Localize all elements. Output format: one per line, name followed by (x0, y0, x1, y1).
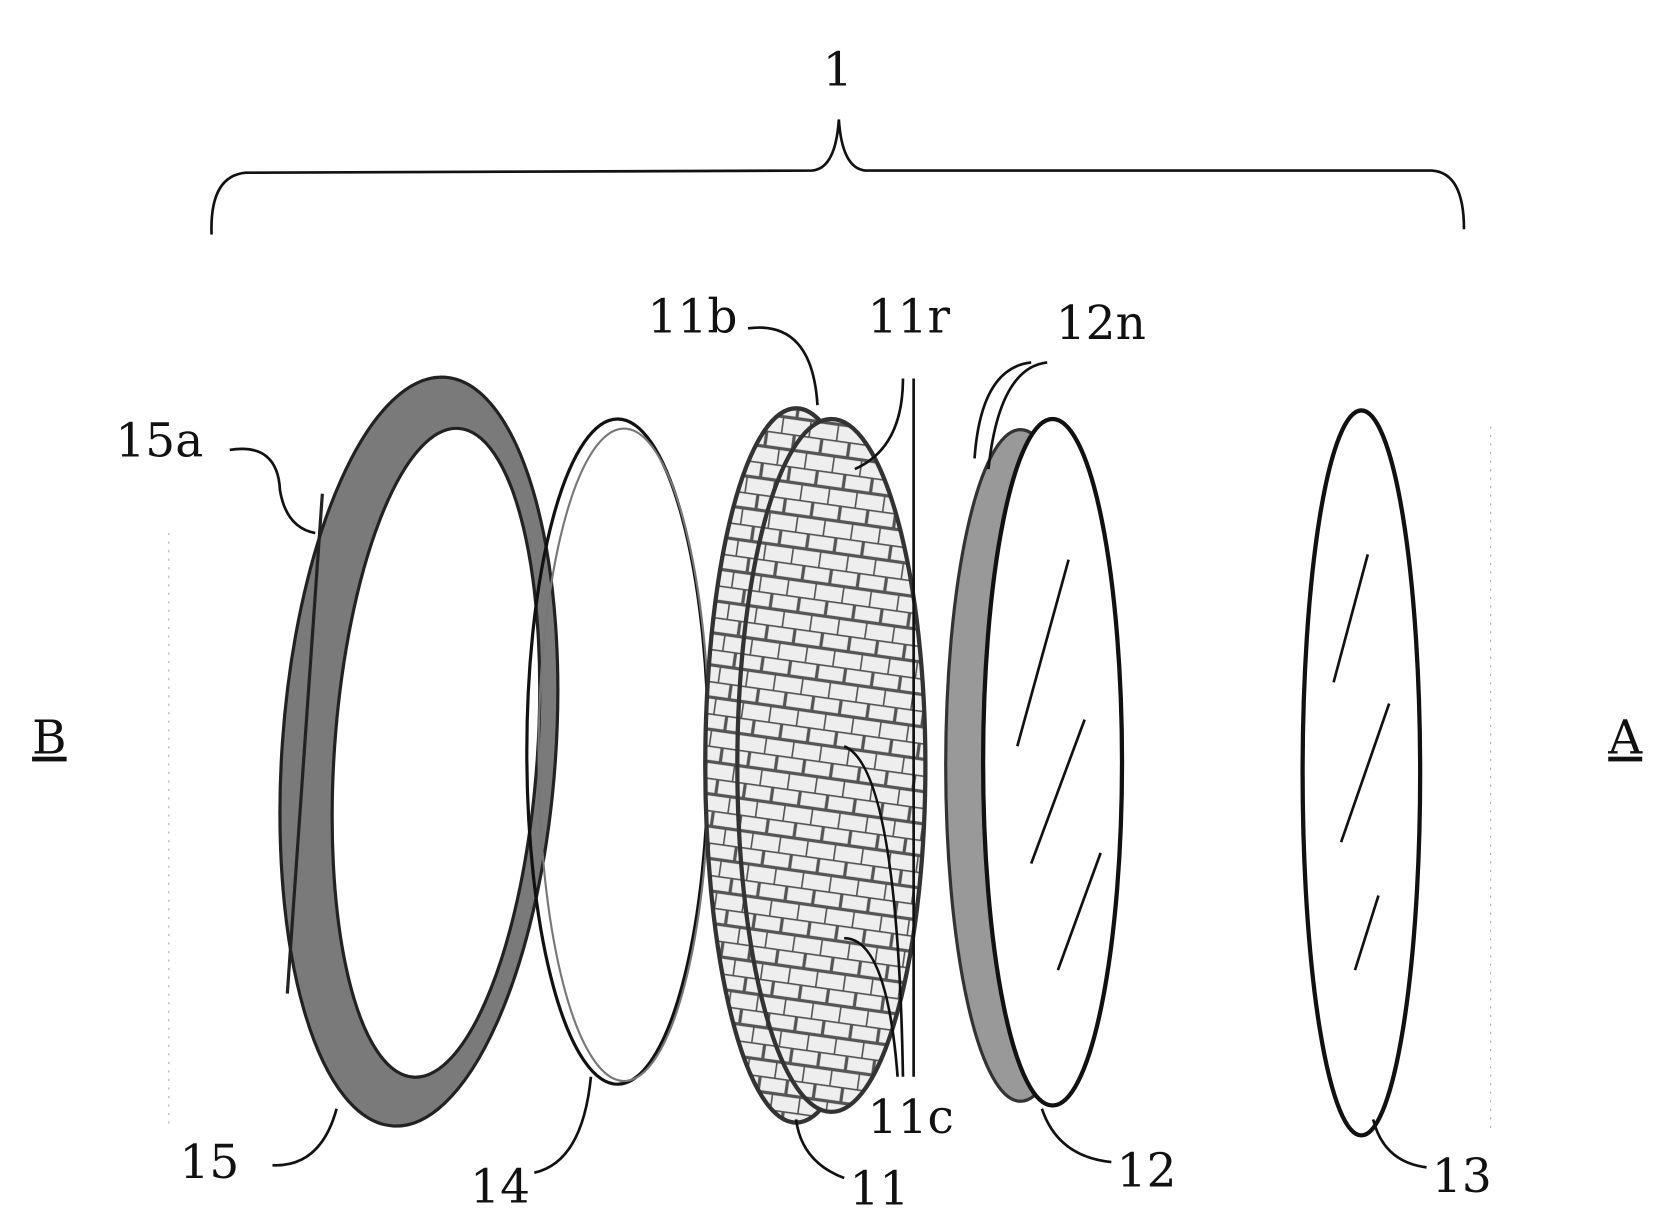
label-14: 14 (470, 1160, 530, 1215)
label-15a: 15a (115, 413, 203, 468)
lens-13 (1300, 408, 1423, 1138)
label-11r: 11r (868, 290, 951, 345)
label-12n: 12n (1056, 296, 1146, 351)
label-11c: 11c (868, 1090, 954, 1145)
side-label-a: A (1607, 711, 1643, 766)
leader-lines (229, 326, 1427, 1180)
filter-12 (944, 416, 1125, 1108)
label-13: 13 (1432, 1149, 1492, 1204)
ring-15 (278, 375, 560, 1128)
label-11b: 11b (648, 290, 738, 345)
label-15: 15 (180, 1135, 240, 1190)
assembly-brace (210, 119, 1466, 235)
label-12: 12 (1117, 1144, 1177, 1199)
lattice-element-11 (703, 406, 928, 1125)
side-label-b: B (32, 711, 67, 766)
assembly-label: 1 (823, 42, 853, 97)
label-11: 11 (850, 1162, 910, 1217)
